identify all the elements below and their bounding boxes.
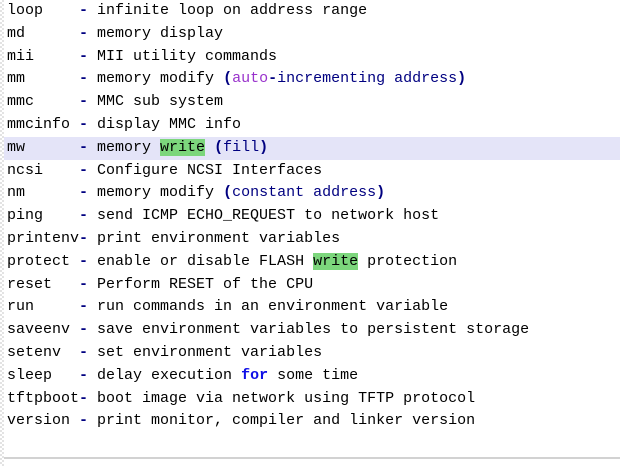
code-token: ( (223, 184, 233, 202)
code-token: print environment variables (88, 229, 341, 247)
code-token: ( (223, 70, 233, 88)
code-line[interactable]: saveenv - save environment variables to … (0, 319, 620, 342)
code-token: run commands in an environment variable (88, 298, 449, 316)
code-token: - (79, 343, 89, 361)
code-token: Configure NCSI Interfaces (88, 161, 323, 179)
code-token: - (79, 252, 89, 270)
code-token: ) (376, 184, 386, 202)
code-token: - (79, 229, 89, 247)
bottom-divider (0, 457, 620, 459)
code-token: ping (7, 207, 80, 225)
code-line-current[interactable]: mw - memory write (fill) (0, 136, 620, 160)
code-token: boot image via network using TFTP protoc… (88, 389, 476, 407)
code-token: memory modify (88, 70, 224, 88)
code-token: memory modify (88, 184, 224, 202)
code-token: ) (259, 138, 269, 156)
code-token: ncsi (7, 161, 80, 179)
code-token: printenv (7, 229, 80, 247)
code-token: - (79, 275, 89, 293)
code-token: incrementing address (277, 70, 458, 88)
code-token: protect (7, 252, 80, 270)
search-match-highlight: write (313, 252, 359, 270)
code-token: - (79, 93, 89, 111)
code-line[interactable]: printenv- print environment variables (0, 228, 620, 251)
code-token: MII utility commands (88, 47, 278, 65)
code-token: md (7, 24, 80, 42)
transparent-edge-strip (0, 0, 4, 466)
code-line[interactable]: ncsi - Configure NCSI Interfaces (0, 160, 620, 183)
code-token: MMC sub system (88, 93, 224, 111)
code-token: - (268, 70, 278, 88)
code-line[interactable]: ping - send ICMP ECHO_REQUEST to network… (0, 205, 620, 228)
code-token: sleep (7, 366, 80, 384)
code-token: auto (232, 70, 269, 88)
code-token: send ICMP ECHO_REQUEST to network host (88, 207, 440, 225)
code-token (205, 139, 214, 156)
code-token: mm (7, 70, 80, 88)
code-token: constant address (232, 184, 377, 202)
code-token: print monitor, compiler and linker versi… (88, 412, 476, 430)
code-token: memory display (88, 24, 224, 42)
code-token: nm (7, 184, 80, 202)
code-line[interactable]: loop - infinite loop on address range (0, 0, 620, 23)
code-line[interactable]: mmc - MMC sub system (0, 91, 620, 114)
code-line[interactable]: md - memory display (0, 23, 620, 46)
code-token: mmc (7, 93, 80, 111)
code-token: save environment variables to persistent… (88, 321, 530, 339)
code-token: enable or disable FLASH (88, 252, 314, 270)
code-token: - (79, 138, 89, 156)
code-line[interactable]: version - print monitor, compiler and li… (0, 410, 620, 433)
code-token: protection (358, 252, 458, 270)
code-token: version (7, 412, 80, 430)
code-token: infinite loop on address range (88, 2, 368, 19)
code-token: some time (268, 366, 359, 384)
code-token: mmcinfo (7, 115, 80, 133)
code-line[interactable]: mm - memory modify (auto-incrementing ad… (0, 68, 620, 91)
code-line[interactable]: protect - enable or disable FLASH write … (0, 251, 620, 274)
code-line[interactable]: nm - memory modify (constant address) (0, 182, 620, 205)
code-token: ( (214, 138, 224, 156)
code-token: - (79, 207, 89, 225)
code-token: - (79, 389, 89, 407)
code-token: run (7, 298, 80, 316)
code-token: - (79, 412, 89, 430)
code-line[interactable]: setenv - set environment variables (0, 342, 620, 365)
code-line[interactable]: mmcinfo - display MMC info (0, 114, 620, 137)
code-token: ) (457, 70, 467, 88)
code-line[interactable]: run - run commands in an environment var… (0, 296, 620, 319)
code-token: - (79, 2, 89, 19)
code-line[interactable]: sleep - delay execution for some time (0, 365, 620, 388)
code-token: - (79, 298, 89, 316)
code-token: delay execution (88, 366, 242, 384)
code-token: - (79, 366, 89, 384)
code-token: mii (7, 47, 80, 65)
code-token: memory (88, 138, 161, 156)
code-token: reset (7, 275, 80, 293)
code-line[interactable]: mii - MII utility commands (0, 46, 620, 69)
code-token: saveenv (7, 321, 80, 339)
code-token: - (79, 161, 89, 179)
code-token: loop (7, 2, 80, 19)
code-token: set environment variables (88, 343, 323, 361)
code-token: - (79, 24, 89, 42)
code-token: - (79, 70, 89, 88)
code-token: display MMC info (88, 115, 242, 133)
code-token: tftpboot (7, 389, 80, 407)
code-token: - (79, 115, 89, 133)
code-token: Perform RESET of the CPU (88, 275, 314, 293)
code-token: setenv (7, 343, 80, 361)
code-token: - (79, 47, 89, 65)
code-token: mw (7, 138, 80, 156)
code-token: - (79, 321, 89, 339)
code-token: fill (223, 138, 260, 156)
search-match-highlight: write (160, 138, 206, 156)
code-line[interactable]: tftpboot- boot image via network using T… (0, 388, 620, 411)
code-line[interactable]: reset - Perform RESET of the CPU (0, 274, 620, 297)
code-token: for (241, 366, 269, 384)
code-token: - (79, 184, 89, 202)
